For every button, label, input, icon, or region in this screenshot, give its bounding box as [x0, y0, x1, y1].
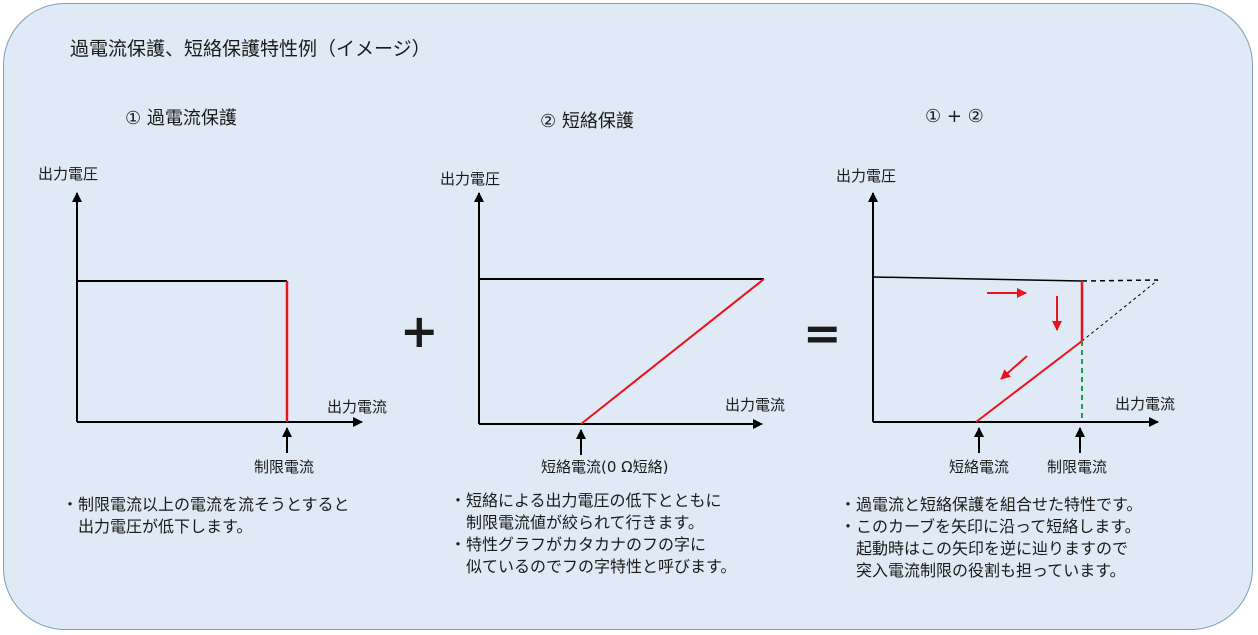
background-panel — [3, 3, 1253, 630]
notes-overcurrent: ・制限電流以上の電流を流そうとすると 出力電圧が低下します。 — [62, 494, 350, 538]
note-line: 似ているのでフの字特性と呼びます。 — [450, 557, 737, 576]
p3-x-axis-label: 出力電流 — [1115, 395, 1176, 413]
note-line: ・短絡による出力電圧の低下とともに — [450, 491, 722, 510]
note-line: ・制限電流以上の電流を流そうとすると — [62, 495, 350, 514]
heading-overcurrent: ① 過電流保護 — [125, 108, 237, 129]
equals-operator: = — [803, 306, 842, 360]
p1-y-axis-label: 出力電圧 — [38, 165, 99, 183]
note-line: 制限電流値が絞られて行きます。 — [450, 513, 704, 532]
voltage-line — [872, 276, 1083, 282]
p3-limit-current-label: 制限電流 — [1047, 458, 1108, 476]
heading-short-circuit: ② 短絡保護 — [540, 111, 634, 132]
p3-y-axis-label: 出力電圧 — [836, 167, 897, 185]
note-line: ・特性グラフがカタカナのフの字に — [450, 535, 707, 554]
notes-combined: ・過電流と短絡保護を組合せた特性です。 ・このカーブを矢印に沿って短絡します。 … — [840, 494, 1142, 582]
chart-overcurrent — [72, 192, 363, 453]
note-line: 突入電流制限の役割も担っています。 — [840, 561, 1126, 580]
foldback-dashed-extension — [1081, 279, 1159, 342]
p1-x-axis-label: 出力電流 — [327, 398, 388, 416]
page-title: 過電流保護、短絡保護特性例（イメージ） — [70, 38, 431, 60]
notes-short-circuit: ・短絡による出力電圧の低下とともに 制限電流値が絞られて行きます。 ・特性グラフ… — [450, 490, 736, 578]
p2-short-current-label: 短絡電流(0 Ω短絡) — [541, 458, 669, 476]
p3-short-current-label: 短絡電流 — [949, 458, 1010, 476]
foldback-line — [975, 340, 1083, 423]
note-line: 起動時はこの矢印を逆に辿りますので — [840, 539, 1129, 558]
direction-arrow-diagonal — [1000, 355, 1028, 380]
p2-x-axis-label: 出力電流 — [725, 396, 786, 414]
note-line: ・過電流と短絡保護を組合せた特性です。 — [840, 495, 1143, 514]
heading-combined: ① + ② — [925, 106, 984, 127]
chart-short-circuit — [474, 192, 765, 455]
voltage-dashed-extension — [1081, 279, 1159, 282]
note-line: 出力電圧が低下します。 — [62, 517, 253, 536]
plus-operator: + — [400, 304, 439, 358]
note-line: ・このカーブを矢印に沿って短絡します。 — [840, 517, 1141, 536]
p1-limit-current-label: 制限電流 — [254, 458, 315, 476]
p2-y-axis-label: 出力電圧 — [440, 170, 501, 188]
foldback-line — [580, 278, 765, 425]
chart-combined — [868, 192, 1159, 453]
